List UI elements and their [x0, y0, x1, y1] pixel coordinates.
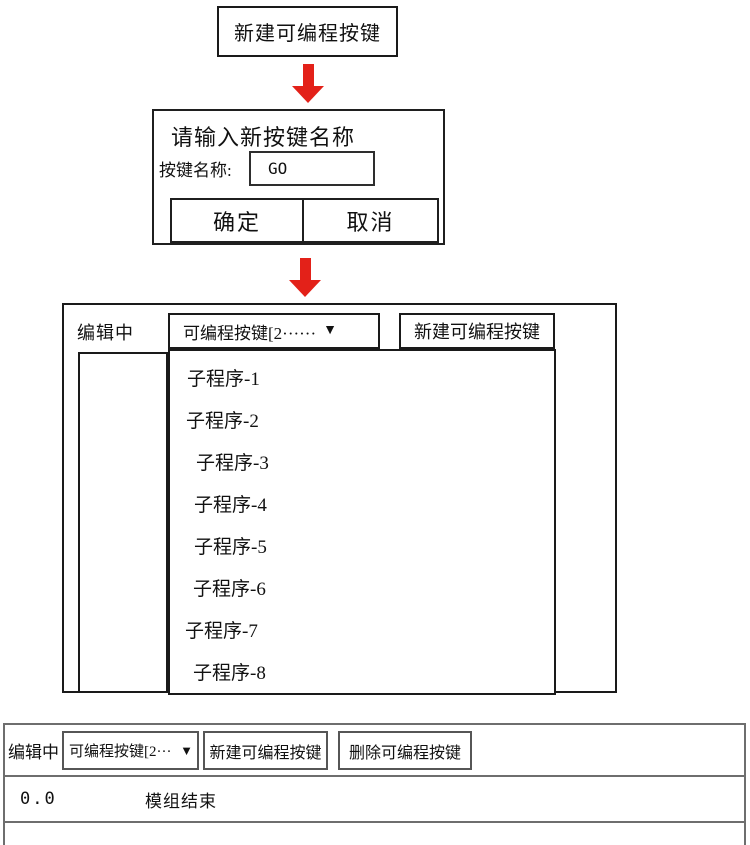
- line-text: 模组结束: [145, 791, 217, 811]
- bottom-editor-strip: 编辑中 可编程按键[2··· ▼ 新建可编程按键 删除可编程按键 0.0 模组结…: [3, 723, 746, 845]
- dropdown-value: 可编程按键[2···: [69, 744, 172, 760]
- dropdown-value: 可编程按键[2······: [183, 323, 317, 343]
- flow-down-arrow-icon: [291, 64, 325, 103]
- dialog-title: 请输入新按键名称: [171, 125, 356, 150]
- row-divider: [5, 821, 744, 823]
- subroutine-item[interactable]: 子程序-3: [196, 452, 269, 474]
- key-name-input[interactable]: GO: [249, 151, 375, 186]
- program-line[interactable]: 0.0 模组结束: [5, 777, 744, 821]
- arrow-head: [292, 86, 324, 103]
- subroutine-item[interactable]: 子程序-5: [194, 536, 267, 558]
- subroutine-item[interactable]: 子程序-6: [193, 578, 266, 600]
- flow-down-arrow-icon: [288, 258, 322, 297]
- ok-button[interactable]: 确定: [172, 200, 304, 241]
- key-name-row: 按键名称:: [159, 151, 232, 186]
- delete-programmable-key-button[interactable]: 删除可编程按键: [338, 731, 472, 770]
- dialog-button-group: 确定 取消: [170, 198, 439, 243]
- toolbar-divider: [5, 775, 744, 777]
- editing-status-label: 编辑中: [77, 323, 134, 343]
- program-list-area: [78, 352, 168, 693]
- subroutine-item[interactable]: 子程序-2: [186, 410, 259, 432]
- key-name-label: 按键名称:: [159, 161, 232, 180]
- chevron-down-icon: ▼: [180, 742, 193, 758]
- subroutine-item[interactable]: 子程序-7: [185, 620, 258, 642]
- programmable-key-dropdown[interactable]: 可编程按键[2······ ▼: [168, 313, 380, 349]
- cancel-button[interactable]: 取消: [346, 209, 395, 235]
- new-programmable-key-button[interactable]: 新建可编程按键: [217, 6, 398, 57]
- chevron-down-icon: ▼: [323, 323, 337, 338]
- arrow-head: [289, 280, 321, 297]
- arrow-shaft: [299, 258, 311, 280]
- editor-panel: 编辑中 可编程按键[2······ ▼ 新建可编程按键 子程序-1 子程序-2 …: [62, 303, 617, 695]
- new-key-name-dialog: 请输入新按键名称 按键名称: GO 确定 取消: [152, 109, 445, 245]
- subroutine-item[interactable]: 子程序-1: [187, 368, 260, 390]
- line-number: 0.0: [20, 789, 57, 809]
- subroutine-dropdown-list: 子程序-1 子程序-2 子程序-3 子程序-4 子程序-5 子程序-6 子程序-…: [168, 349, 556, 695]
- new-programmable-key-button[interactable]: 新建可编程按键: [203, 731, 328, 770]
- arrow-shaft: [302, 64, 314, 86]
- subroutine-item[interactable]: 子程序-8: [193, 662, 266, 684]
- subroutine-item[interactable]: 子程序-4: [194, 494, 267, 516]
- new-programmable-key-button[interactable]: 新建可编程按键: [399, 313, 555, 349]
- editing-status-label: 编辑中: [8, 742, 59, 762]
- programmable-key-dropdown[interactable]: 可编程按键[2··· ▼: [62, 731, 199, 770]
